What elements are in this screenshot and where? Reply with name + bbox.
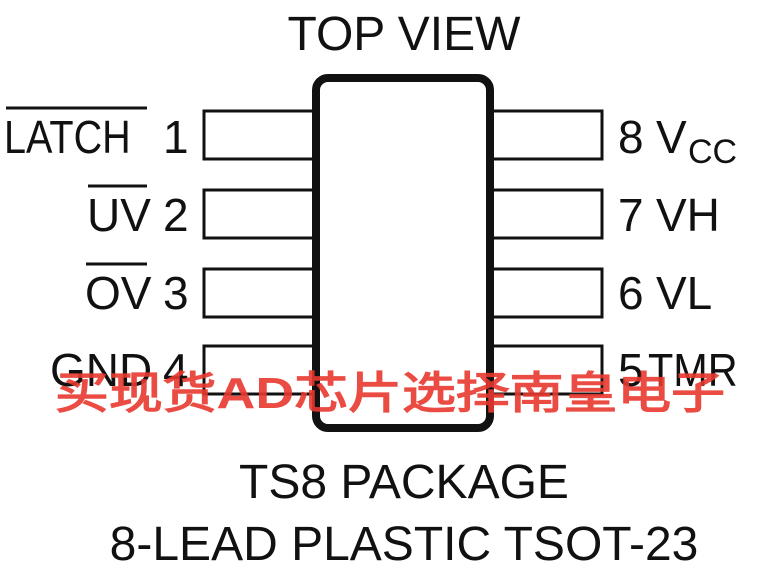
- pin-4-number: 4: [163, 344, 189, 396]
- pin-2-lead: [202, 188, 318, 240]
- pin-8-lead: [488, 109, 604, 161]
- pin-2-label: UV 2: [87, 184, 189, 241]
- pin-8-subscript: CC: [688, 133, 737, 171]
- pin-3-name: OV: [85, 267, 152, 319]
- pin-6-name: VL: [656, 267, 712, 319]
- pin-2-name: UV: [87, 189, 151, 241]
- pin-6-number: 6: [618, 267, 644, 319]
- pin-6-lead: [488, 267, 604, 319]
- pin-4-label: GND 4: [50, 344, 189, 396]
- pin-3-number: 3: [163, 267, 189, 319]
- pin-5-number: 5: [618, 344, 644, 396]
- pin-7-name: VH: [656, 189, 720, 241]
- pin-1-lead: [202, 109, 318, 161]
- pin-8-name: V: [656, 111, 687, 163]
- pin-5-name: TMR: [648, 345, 738, 397]
- pin-7-lead: [488, 188, 604, 240]
- pin-3-label: OV 3: [85, 262, 189, 319]
- pin-5-label: 5 TMR: [618, 344, 738, 397]
- watermark-text: 买现货AD芯片选择南皇电子: [55, 369, 725, 418]
- pin-7-label: 7 VH: [618, 189, 720, 241]
- pin-1-name: LATCH: [4, 112, 131, 163]
- pin-8-label: 8 V CC: [618, 111, 737, 171]
- pin-8-number: 8: [618, 111, 644, 163]
- title-top-view: TOP VIEW: [288, 8, 522, 61]
- pin-4-name: GND: [50, 344, 152, 396]
- pin-1-number: 1: [163, 111, 189, 163]
- pin-2-number: 2: [163, 189, 189, 241]
- pin-6-label: 6 VL: [618, 267, 712, 319]
- pin-1-label: LATCH 1: [4, 106, 189, 164]
- pin-3-lead: [202, 267, 318, 319]
- package-description: 8-LEAD PLASTIC TSOT-23: [110, 518, 699, 571]
- package-body: [312, 74, 494, 432]
- pin-7-number: 7: [618, 189, 644, 241]
- package-name: TS8 PACKAGE: [239, 456, 569, 509]
